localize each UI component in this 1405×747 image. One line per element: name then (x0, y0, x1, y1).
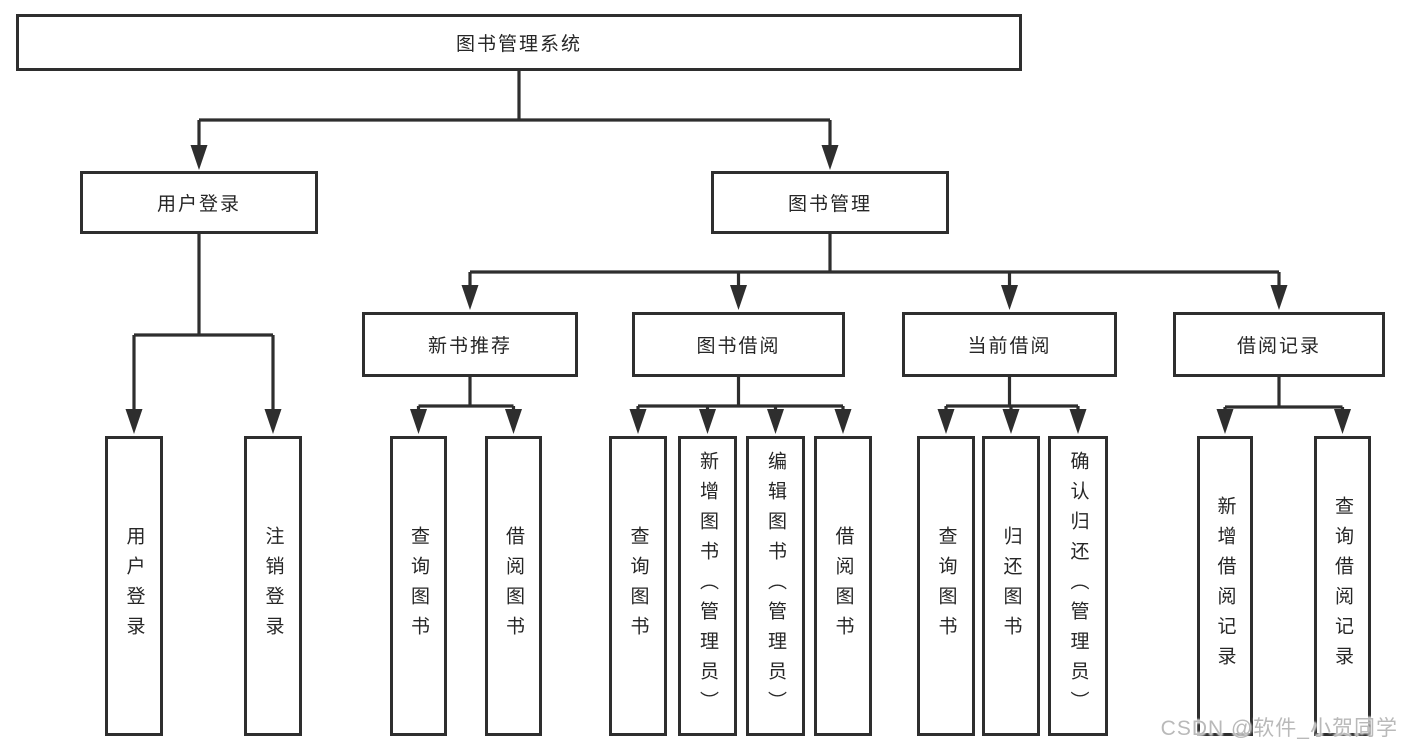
leaf-return-books: 归还图书 (982, 436, 1040, 736)
leaf-edit-book-admin-label: 编辑图书（管理员） (765, 451, 786, 721)
node-book-borrow: 图书借阅 (632, 312, 845, 377)
node-book-management-label: 图书管理 (787, 194, 872, 215)
leaf-add-book-admin-label: 新增图书（管理员） (697, 451, 718, 721)
node-user-login: 用户登录 (80, 171, 318, 234)
csdn-watermark: CSDN @软件_小贺同学 (1160, 717, 1398, 740)
leaf-confirm-return-admin: 确认归还（管理员） (1048, 436, 1108, 736)
leaf-return-books-label: 归还图书 (1000, 526, 1022, 646)
leaf-query-books-current: 查询图书 (917, 436, 975, 736)
leaf-borrow-books-recommend-label: 借阅图书 (503, 526, 524, 646)
leaf-edit-book-admin: 编辑图书（管理员） (746, 436, 805, 736)
leaf-add-borrow-record: 新增借阅记录 (1197, 436, 1253, 736)
node-new-book-recommend: 新书推荐 (362, 312, 578, 377)
leaf-user-login-label: 用户登录 (123, 526, 145, 646)
node-new-book-recommend-label: 新书推荐 (427, 336, 512, 357)
leaf-query-books-recommend: 查询图书 (390, 436, 447, 736)
node-book-borrow-label: 图书借阅 (696, 336, 781, 357)
node-borrow-records: 借阅记录 (1173, 312, 1385, 377)
leaf-borrow-books-label: 借阅图书 (832, 526, 854, 646)
node-book-management: 图书管理 (711, 171, 949, 234)
node-root-label: 图书管理系统 (455, 34, 582, 55)
leaf-add-borrow-record-label: 新增借阅记录 (1214, 496, 1236, 676)
leaf-query-books-borrow: 查询图书 (609, 436, 667, 736)
leaf-query-books-borrow-label: 查询图书 (627, 526, 649, 646)
leaf-logout-login: 注销登录 (244, 436, 302, 736)
leaf-logout-login-label: 注销登录 (262, 526, 284, 646)
node-borrow-records-label: 借阅记录 (1236, 336, 1321, 357)
node-current-borrow-label: 当前借阅 (967, 336, 1052, 357)
node-root: 图书管理系统 (16, 14, 1022, 71)
node-user-login-label: 用户登录 (156, 194, 241, 215)
leaf-borrow-books: 借阅图书 (814, 436, 872, 736)
leaf-borrow-books-recommend: 借阅图书 (485, 436, 542, 736)
leaf-query-books-current-label: 查询图书 (935, 526, 957, 646)
leaf-query-borrow-record: 查询借阅记录 (1314, 436, 1371, 736)
leaf-query-books-recommend-label: 查询图书 (408, 526, 429, 646)
leaf-confirm-return-admin-label: 确认归还（管理员） (1067, 451, 1089, 721)
leaf-user-login: 用户登录 (105, 436, 163, 736)
leaf-query-borrow-record-label: 查询借阅记录 (1332, 496, 1353, 676)
leaf-add-book-admin: 新增图书（管理员） (678, 436, 737, 736)
node-current-borrow: 当前借阅 (902, 312, 1117, 377)
